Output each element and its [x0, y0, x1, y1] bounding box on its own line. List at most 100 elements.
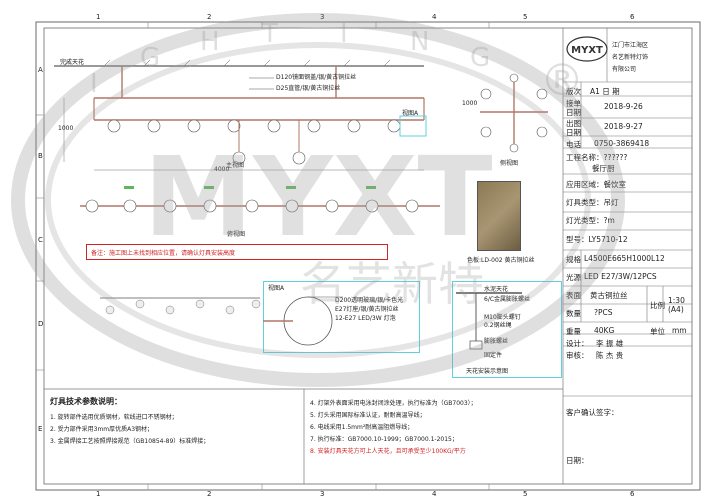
location: 应用区域：餐饮室 — [566, 180, 626, 189]
install-label-3: M10膨头螺钉 — [484, 314, 521, 321]
bottom-view-label: 俯视图 — [227, 231, 246, 238]
detail-line-3: 12-E27 LED/3W 灯泡 — [335, 315, 396, 322]
customer-confirm-label: 客户确认签字： — [566, 408, 619, 417]
phone-label: 电话 — [566, 140, 581, 149]
tech-title: 灯具技术参数说明： — [50, 397, 122, 406]
detail-view-drawing — [263, 296, 343, 346]
tech-left-1: 1. 旋转部件选用优质钢材，软线进口不锈钢材； — [50, 414, 178, 421]
tech-right-1: 4. 灯架外表面采用电泳封闭涂处理，执行标准为（GB7003）； — [310, 400, 477, 407]
install-label-5: 膨胀螺丝 — [484, 338, 509, 345]
company-logo-text: MYXT — [571, 45, 603, 56]
col-label-4: 4 — [432, 13, 437, 21]
col-label-6-bottom: 6 — [630, 490, 635, 498]
ceiling-label: 完成天花 — [60, 59, 85, 66]
spec-label: 规格 — [566, 255, 581, 264]
detail-line-2: E27灯座/银/黄古铜拉丝 — [335, 306, 399, 313]
source-value: LED E27/3W/12PCS — [584, 272, 657, 281]
weight-value: 40KG — [594, 326, 615, 335]
light-type: 灯光类型：?m — [566, 216, 615, 225]
note-box: 备注：施工图上未找到相应位置，请确认灯具安装高度 — [86, 244, 388, 260]
finish-label: 表面 — [566, 291, 581, 300]
date-label: 日期： — [566, 456, 589, 465]
checker-value: 陈 杰 贵 — [596, 351, 624, 360]
tech-left-2: 2. 受力部件采用3mm厚优质A3钢材； — [50, 426, 154, 433]
spec-value: L4500E665H1000L12 — [584, 254, 665, 263]
watermark-letter-5: I — [340, 19, 348, 49]
source-label: 光源 — [566, 273, 581, 282]
col-label-5: 5 — [523, 13, 528, 21]
perspective-drawing — [100, 297, 261, 315]
version-label: 版次 — [566, 87, 581, 96]
col-label-1: 1 — [96, 13, 101, 21]
receive-value: 2018-9-26 — [604, 102, 643, 111]
receive-label: 接单 日期 — [566, 99, 581, 117]
height-dimension: 1000 — [58, 125, 74, 132]
install-diagram-drawing — [456, 292, 522, 350]
install-label-6: 固定件 — [484, 352, 503, 359]
col-label-6: 6 — [630, 13, 635, 21]
designer-label: 设计： — [566, 339, 589, 348]
weight-label: 重量 — [566, 327, 581, 336]
install-caption: 天花安装示意图 — [466, 368, 509, 375]
row-label-e: E — [38, 425, 43, 433]
col-label-2: 2 — [207, 13, 212, 21]
bottom-view-drawing — [80, 186, 440, 213]
company-logo: MYXT — [566, 36, 608, 62]
out-label: 出图 日期 — [566, 119, 581, 137]
phone-value: 0750-3869418 — [594, 139, 650, 148]
side-view-label: 侧视图 — [500, 160, 519, 167]
detail-view-box — [263, 281, 420, 353]
tech-right-3: 6. 电线采用1.5mm²耐高温阻燃导线； — [310, 424, 414, 431]
width-dimension: 4000 — [214, 166, 230, 173]
row-label-d: D — [38, 320, 44, 328]
watermark-letter-6: N — [410, 27, 429, 57]
col-label-2-bottom: 2 — [207, 490, 212, 498]
finish-value: 黄古铜拉丝 — [590, 291, 628, 300]
install-label-4: 0.2钢丝绳 — [484, 322, 512, 329]
watermark-letter-4: T — [261, 19, 278, 49]
project-sub: 餐厅厨 — [592, 164, 615, 173]
unit-value: mm — [672, 326, 687, 335]
row-label-c: C — [38, 236, 43, 244]
callout-lamp-cover: D120镜面钢盖/银/黄古铜拉丝 — [276, 74, 357, 81]
designer-value: 李 振 雄 — [596, 339, 624, 348]
col-label-5-bottom: 5 — [523, 490, 528, 498]
install-label-1: 水泥天花 — [484, 286, 509, 293]
callout-tube: D25直管/银/黄古铜拉丝 — [276, 85, 341, 92]
fixture-type: 灯具类型：吊灯 — [566, 198, 619, 207]
install-diagram-box — [452, 281, 562, 378]
col-label-3-bottom: 3 — [320, 490, 325, 498]
col-label-3: 3 — [320, 13, 325, 21]
side-view-dimension: 1000 — [462, 100, 478, 107]
col-label-4-bottom: 4 — [432, 490, 437, 498]
tech-right-2: 5. 灯头采用国际标准认证，耐耐高温导线； — [310, 412, 426, 419]
scale-label: 比例 — [650, 301, 665, 310]
qty-value: ?PCS — [594, 308, 613, 317]
qty-label: 数量 — [566, 309, 581, 318]
unit-label: 单位 — [650, 327, 665, 336]
row-label-b: B — [38, 152, 43, 160]
tech-left-3: 3. 金属焊接工艺按照焊接规范（GB10854-89）标准焊接； — [50, 438, 210, 445]
detail-marker-label: 视图A — [402, 110, 419, 117]
company-line-2: 名艺新特灯饰 — [612, 54, 649, 61]
company-line-3: 有限公司 — [612, 66, 637, 73]
watermark-brand: MYXT — [144, 133, 493, 261]
row-label-a: A — [38, 66, 43, 74]
color-sample-swatch — [477, 181, 521, 251]
watermark-letter-3: H — [200, 27, 220, 57]
project-label: 工程名称：?????? — [566, 153, 628, 162]
version-value: A1 日 期 — [590, 87, 620, 96]
out-value: 2018-9-27 — [604, 122, 643, 131]
install-label-2: 6/C金属膨胀螺丝 — [484, 296, 531, 303]
scale-value: 1:30 (A4) — [668, 296, 685, 314]
tech-right-4: 7. 执行标准：GB7000.10-1999；GB7000.1-2015； — [310, 436, 458, 443]
watermark-letter-7: G — [470, 43, 490, 73]
front-view-drawing — [54, 59, 427, 171]
watermark-letter-2: G — [140, 43, 160, 73]
color-sample-label: 色板:LD-002 黄古铜拉丝 — [467, 257, 535, 264]
watermark-cn: 名艺新特 — [300, 257, 484, 311]
titleblock-grid — [563, 28, 692, 397]
front-view-label: 主视图 — [226, 162, 245, 169]
